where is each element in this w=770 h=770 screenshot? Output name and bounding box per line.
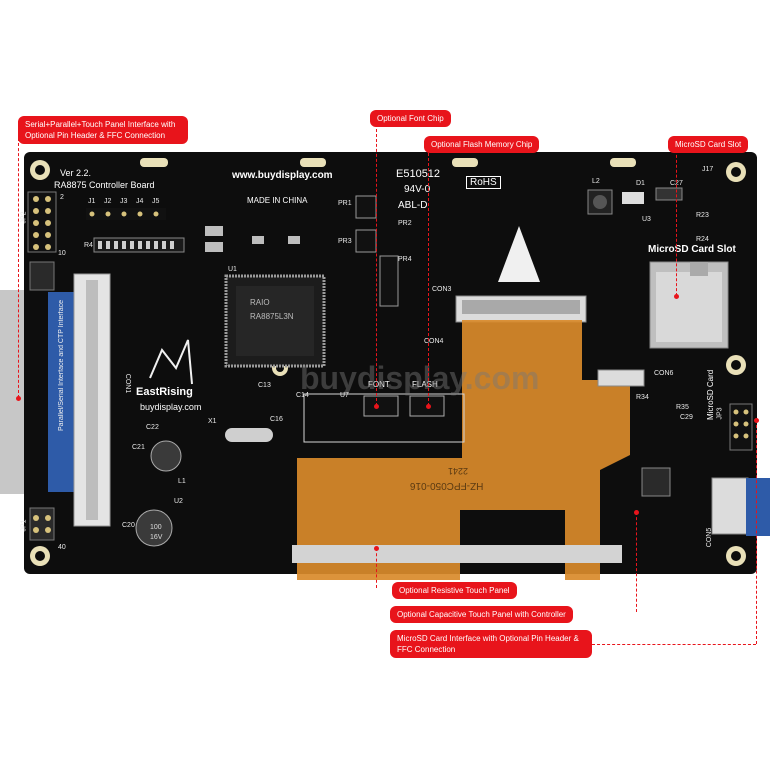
leader-sd-slot xyxy=(676,150,677,296)
ctp-ribbon xyxy=(48,292,76,492)
label-l1: L1 xyxy=(178,478,186,485)
callout-font-chip: Optional Font Chip xyxy=(370,110,451,127)
callout-interface: Serial+Parallel+Touch Panel Interface wi… xyxy=(18,116,188,144)
leader-resistive xyxy=(376,548,377,588)
callout-capacitive: Optional Capacitive Touch Panel with Con… xyxy=(390,606,573,623)
label-u1: U1 xyxy=(228,266,237,273)
board-code: E510512 xyxy=(396,168,441,180)
leader-interface xyxy=(18,138,19,398)
chip-brand: RAIO xyxy=(250,298,270,307)
watermark: buydisplay.com xyxy=(300,360,540,396)
leader-dot-sd-interface xyxy=(754,418,759,423)
label-jp1: JP1 xyxy=(20,519,28,532)
board-made-in: MADE IN CHINA xyxy=(247,196,308,205)
inductor-l2 xyxy=(587,189,613,215)
callout-flash-chip: Optional Flash Memory Chip xyxy=(424,136,540,153)
label-c16: C16 xyxy=(270,416,283,423)
label-pin40: 40 xyxy=(58,544,66,551)
leader-sd-interface xyxy=(756,420,757,644)
label-pin2: 2 xyxy=(60,194,64,201)
label-j1: J1 xyxy=(88,198,96,205)
eastrising-logo xyxy=(149,339,193,385)
label-pr4: PR4 xyxy=(398,256,412,263)
label-j17: J17 xyxy=(702,166,714,173)
font-silk: FONT xyxy=(368,380,390,389)
ctp-controller-chip xyxy=(641,467,671,497)
callout-microsd-slot: MicroSD Card Slot xyxy=(668,136,749,153)
label-x1: X1 xyxy=(208,418,217,425)
label-u7: U7 xyxy=(340,392,349,399)
label-r4: R4 xyxy=(84,242,93,249)
label-c22: C22 xyxy=(146,424,159,431)
leader-dot-flash xyxy=(426,404,431,409)
orange-flex-cable xyxy=(297,320,630,580)
label-c14: C14 xyxy=(296,392,309,399)
microsd-card-silk: MicroSD Card xyxy=(706,369,715,420)
leader-font xyxy=(376,124,377,406)
label-jp2: JP2 xyxy=(20,211,28,224)
label-j2: J2 xyxy=(104,198,112,205)
label-d1: D1 xyxy=(636,180,645,187)
callout-microsd-interface: MicroSD Card Interface with Optional Pin… xyxy=(390,630,592,658)
con6-connector xyxy=(597,369,645,387)
label-pr1: PR1 xyxy=(338,200,352,207)
flash-silk: FLASH xyxy=(412,380,438,389)
label-r35: R35 xyxy=(676,404,689,411)
label-c13: C13 xyxy=(258,382,271,389)
sd-slot-silk: MicroSD Card Slot xyxy=(648,244,736,255)
label-j5: J5 xyxy=(152,198,160,205)
ctp-interface-silk: Parallel/Serial Interface and CTP Interf… xyxy=(58,300,65,431)
leader-dot-interface xyxy=(16,396,21,401)
fpc-code: HZ-FPC050-016 xyxy=(410,480,484,491)
label-con5: CON5 xyxy=(706,527,714,548)
leader-dot-resistive xyxy=(374,546,379,551)
label-pin10: 10 xyxy=(58,250,66,257)
chip-model: RA8875L3N xyxy=(250,312,294,321)
label-c21: C21 xyxy=(132,444,145,451)
callout-resistive: Optional Resistive Touch Panel xyxy=(392,582,517,599)
label-con6: CON6 xyxy=(654,370,674,377)
con5-connector xyxy=(711,477,749,535)
leader-dot-sd-slot xyxy=(674,294,679,299)
label-r24: R24 xyxy=(696,236,709,243)
label-u2: U2 xyxy=(174,498,183,505)
label-r34: R34 xyxy=(636,394,649,401)
leader-dot-font xyxy=(374,404,379,409)
label-r23: R23 xyxy=(696,212,709,219)
leader-sd-interface-h xyxy=(592,644,756,645)
cap-voltage: 16V xyxy=(150,534,163,541)
brand-label: EastRising xyxy=(136,386,193,398)
board-website: www.buydisplay.com xyxy=(232,170,333,181)
label-c29: C29 xyxy=(680,414,693,421)
jp2-pin-header xyxy=(27,191,57,291)
label-j4: J4 xyxy=(136,198,144,205)
board-abl: ABL-D xyxy=(398,200,428,211)
font-chip xyxy=(363,395,399,417)
label-c20: C20 xyxy=(122,522,135,529)
board-version: Ver 2.2. xyxy=(60,168,92,178)
label-con4: CON4 xyxy=(424,338,444,345)
board-rating: 94V-0 xyxy=(404,184,431,195)
capacitor-c20 xyxy=(135,509,173,547)
crystal-x1 xyxy=(225,428,273,442)
label-l2: L2 xyxy=(592,178,600,185)
label-pr3: PR3 xyxy=(338,238,352,245)
brand-site: buydisplay.com xyxy=(140,402,202,412)
board-controller: RA8875 Controller Board xyxy=(54,180,155,190)
label-con1: CON1 xyxy=(124,373,132,394)
leader-dot-capacitive xyxy=(634,510,639,515)
leader-capacitive xyxy=(636,512,637,612)
label-jp3: JP3 xyxy=(716,407,724,420)
label-j3: J3 xyxy=(120,198,128,205)
rohs-label: RoHS xyxy=(466,176,501,189)
label-con3: CON3 xyxy=(432,286,452,293)
label-pr2: PR2 xyxy=(398,220,412,227)
label-u3: U3 xyxy=(642,216,651,223)
cap-value: 100 xyxy=(150,524,162,531)
fpc-date: 2241 xyxy=(448,466,469,476)
leader-flash xyxy=(428,148,429,406)
capacitor-c21 xyxy=(150,440,182,472)
esd-triangle xyxy=(498,226,540,282)
